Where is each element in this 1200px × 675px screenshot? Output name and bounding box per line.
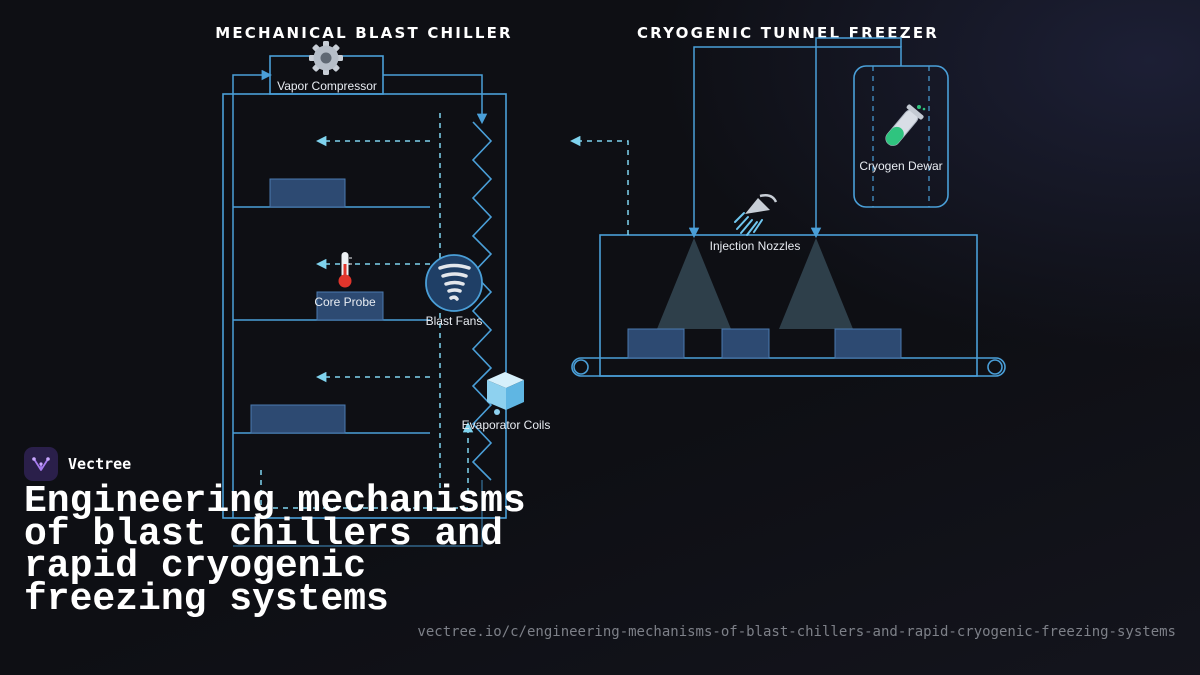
refrigerant-return-line [232, 69, 273, 518]
product-2 [721, 328, 770, 359]
product-1 [627, 328, 685, 359]
vectree-logo-icon [24, 447, 58, 481]
spray-cone-1 [657, 238, 731, 329]
shower-icon [734, 194, 778, 236]
tunnel-freezer-title: CRYOGENIC TUNNEL FREEZER [637, 24, 939, 42]
blast-fans-label: Blast Fans [426, 314, 483, 328]
nitrogen-line-1 [688, 46, 902, 239]
evaporator-coils-label: Evaporator Coils [462, 418, 551, 432]
blast-chiller-title: MECHANICAL BLAST CHILLER [215, 24, 513, 42]
bubble [922, 107, 926, 111]
cryogen-dewar-label: Cryogen Dewar [859, 159, 942, 173]
food-tray-1 [269, 178, 346, 208]
article-url[interactable]: vectree.io/c/engineering-mechanisms-of-b… [417, 624, 1176, 640]
food-tray-2 [316, 291, 384, 321]
evaporator-coil [471, 121, 493, 481]
exhaust-flow [569, 135, 629, 235]
spray-cone-2 [779, 238, 853, 329]
tunnel-freezer: Cryogen Dewar Injection Nozzles [569, 37, 1006, 377]
airflow-return [260, 421, 474, 509]
conveyor-belt [571, 357, 1006, 377]
conveyor-roller-left [573, 359, 589, 375]
product-3 [834, 328, 902, 359]
coil-outlet-line [233, 480, 483, 547]
test-tube-icon [885, 104, 924, 146]
nitrogen-line-2 [810, 37, 902, 239]
brand: Vectree [24, 447, 131, 481]
ice-cube-icon [487, 372, 524, 415]
core-probe-label: Core Probe [314, 295, 376, 309]
gear-icon [309, 41, 343, 75]
food-tray-3 [250, 404, 346, 434]
refrigerant-supply-line [383, 74, 488, 125]
vapor-compressor-label: Vapor Compressor [277, 79, 377, 93]
injection-nozzles-label: Injection Nozzles [710, 239, 801, 253]
blast-chiller: Vapor Compressor Core Probe Blast Fans [222, 41, 551, 547]
conveyor-roller-right [987, 359, 1003, 375]
bubble [917, 105, 921, 109]
brand-name: Vectree [68, 455, 132, 473]
page-headline: Engineering mechanisms of blast chillers… [24, 480, 526, 621]
thermometer-icon [338, 252, 352, 288]
tornado-icon [425, 254, 483, 312]
